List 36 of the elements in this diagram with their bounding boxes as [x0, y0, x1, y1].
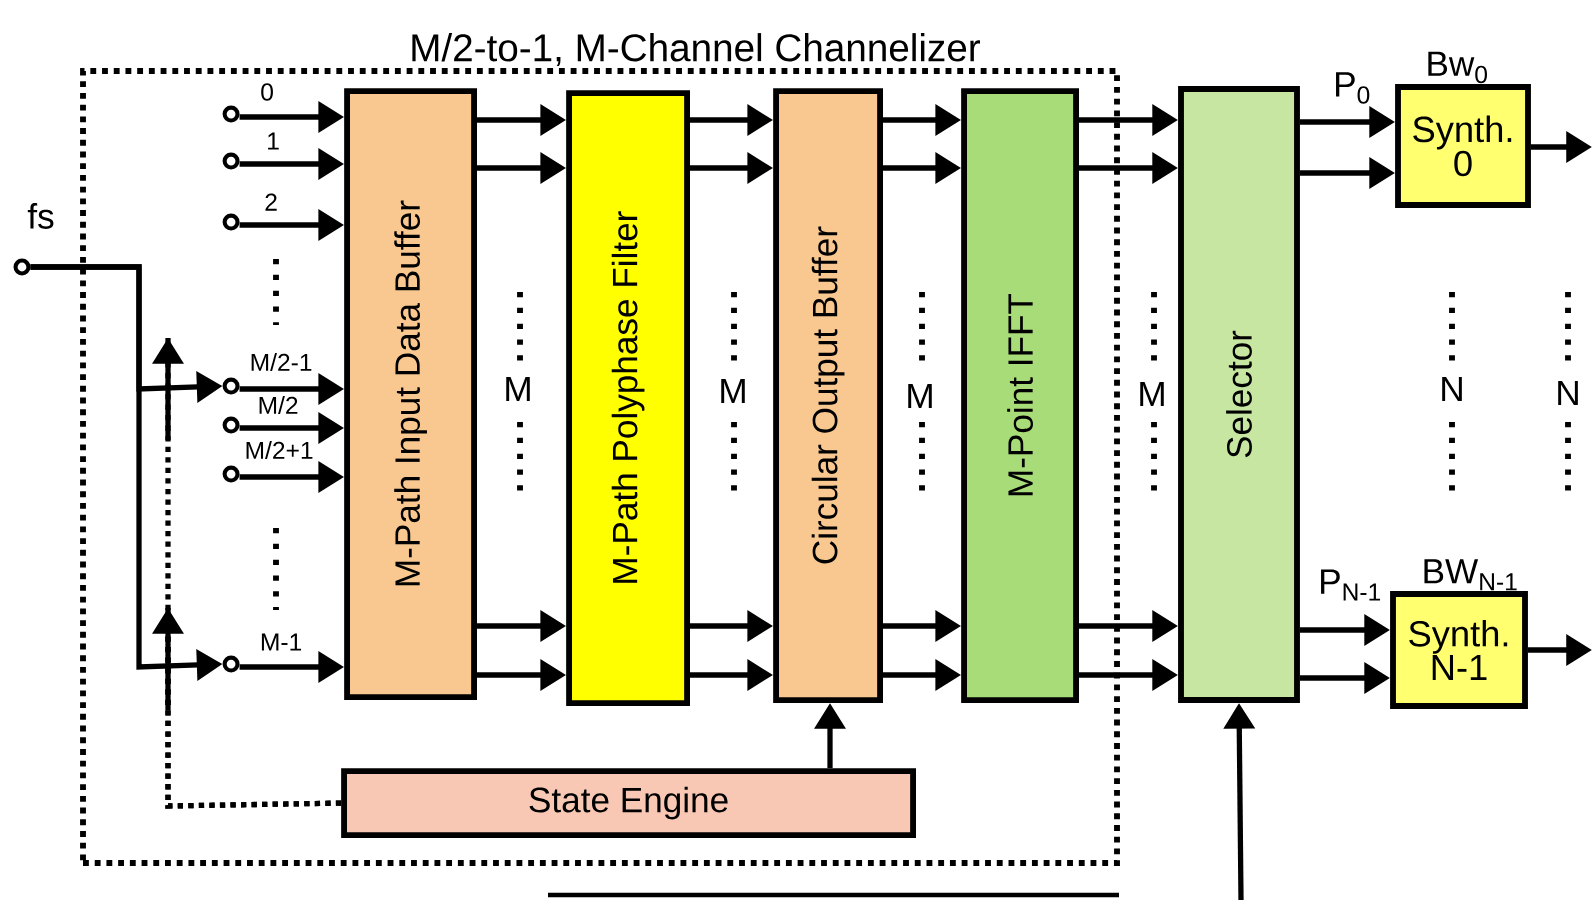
input-terminal: 2: [222, 193, 277, 231]
input-terminal: M/2+1: [222, 441, 313, 483]
input-terminal: M/2: [222, 396, 298, 434]
process-block: Circular Output Buffer: [773, 88, 883, 703]
synthesizer-block: Bw$_{0}$ Synth. 0: [1395, 51, 1531, 208]
channel-count-label: M: [721, 378, 745, 404]
process-block: Selector: [1178, 86, 1300, 703]
channel-count-label: M: [506, 376, 530, 402]
process-block: M-Point IFFT: [961, 88, 1079, 703]
node-label: M/2-1: [251, 353, 312, 372]
node-label: 2: [265, 193, 277, 211]
channel-count-label: M: [1140, 381, 1164, 407]
input-terminal: fs: [13, 203, 54, 276]
arrow: [152, 608, 342, 809]
synthesizer-block: BW$_{N-1}$ Synth. N-1: [1390, 559, 1528, 709]
edge-label: P$_{0}$: [1336, 72, 1370, 104]
node-label: fs: [27, 203, 54, 229]
process-block: State Engine: [341, 768, 916, 838]
node-label: M/2: [259, 396, 298, 415]
input-terminal: M-1: [222, 633, 302, 673]
node-label: M-1: [261, 633, 302, 651]
edge-label: P$_{N-1}$: [1321, 569, 1381, 601]
channel-count-label: N: [1442, 376, 1462, 402]
node-label: 0: [261, 83, 273, 101]
channel-count-label: N: [1558, 380, 1578, 406]
channel-count-label: M: [908, 383, 932, 409]
input-terminal: M/2-1: [222, 353, 312, 395]
node-label: BW$_{N-1}$: [1424, 559, 1517, 591]
node-label: M/2-to-1, M-Channel Channelizer: [412, 33, 981, 67]
node-label: 1: [268, 132, 279, 150]
input-terminal: 1: [222, 132, 279, 170]
node-label: Bw$_{0}$: [1428, 51, 1487, 84]
input-terminal: 0: [222, 83, 273, 123]
process-block: M-Path Polyphase Filter: [566, 90, 690, 706]
node-label: M/2+1: [246, 441, 313, 460]
process-block: M-Path Input Data Buffer: [344, 88, 477, 700]
